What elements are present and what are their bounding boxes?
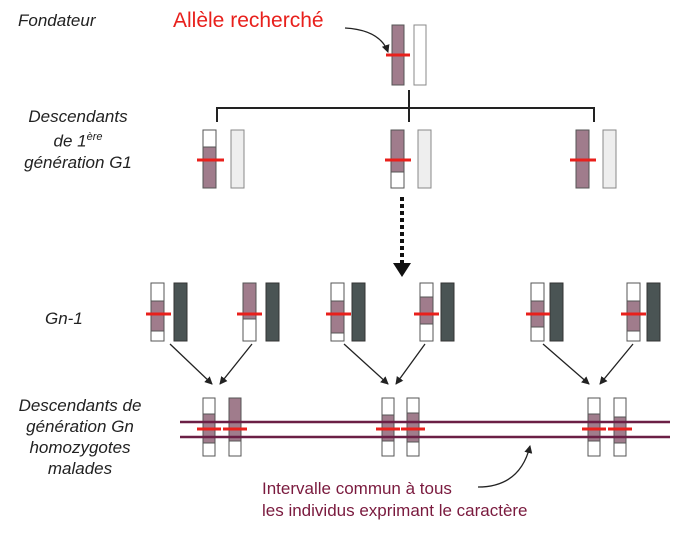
gn1-chromosome-segment	[419, 296, 434, 325]
generations-arrowhead	[393, 263, 411, 277]
gn1-chromosome-dark	[173, 282, 188, 342]
arrow-gn1-5	[542, 343, 590, 385]
label-g1-line1: Descendants	[28, 107, 128, 126]
gn1-chromosome-segment	[626, 300, 641, 332]
label-g1-line2: de 1ère	[8, 127, 148, 152]
founder-chromosome-pair	[386, 24, 427, 86]
founder-chromosome-normal	[413, 24, 427, 86]
gn1-chromosome-dark	[646, 282, 661, 342]
g1-chromosome-normal	[602, 129, 617, 189]
label-gn-line2: génération Gn	[26, 417, 134, 436]
gn1-chromosome-segment	[242, 282, 257, 320]
gn1-chromosome-dark	[265, 282, 280, 342]
arrow-gn1-6	[599, 343, 634, 385]
g1-branch-lines	[216, 90, 595, 122]
g1-chromosome-normal	[417, 129, 432, 189]
g1-chromosome-normal	[230, 129, 245, 189]
gn1-chromosome-dark	[351, 282, 366, 342]
gn1-individual-3	[326, 282, 366, 342]
gn1-individual-2	[237, 282, 280, 342]
interval-pointer-arrow	[477, 445, 533, 488]
arrow-gn1-3	[343, 343, 389, 385]
label-g1: Descendants de 1ère génération G1	[8, 106, 148, 173]
gn1-chromosome-dark	[549, 282, 564, 342]
label-gn1-text: Gn-1	[45, 309, 83, 328]
label-fondateur-text: Fondateur	[18, 11, 96, 30]
label-g1-sup: ère	[86, 131, 103, 143]
interval-label-line2: les individus exprimant le caractère	[262, 501, 528, 520]
allele-label: Allèle recherché	[173, 9, 324, 32]
label-gn-line1: Descendants de	[18, 396, 142, 415]
label-g1-line3: génération G1	[24, 152, 132, 172]
gn-inheritance-arrows	[169, 343, 634, 385]
label-g1-prefix: de 1	[53, 131, 87, 151]
gn1-individual-6	[621, 282, 661, 342]
gn1-individual-1	[146, 282, 188, 342]
gn-chromosome-b-segment	[228, 397, 242, 442]
g1-chromosome-segment	[390, 129, 405, 173]
gn-individual-3	[587, 397, 627, 457]
label-gn-line3: homozygotes	[29, 438, 131, 457]
gn-individual-2	[381, 397, 420, 457]
label-gn: Descendants de génération Gn homozygotes…	[0, 395, 160, 479]
gn-individual-1	[202, 397, 242, 457]
g1-individual-1	[197, 129, 245, 189]
gn1-individual-4	[414, 282, 455, 342]
g1-individual-3	[570, 129, 617, 189]
gn1-chromosome-segment	[330, 300, 345, 334]
label-fondateur: Fondateur	[18, 10, 96, 31]
label-gn1: Gn-1	[45, 308, 83, 329]
g1-individual-2	[385, 129, 432, 189]
arrow-gn1-2	[219, 343, 253, 385]
gn1-chromosome-dark	[440, 282, 455, 342]
g1-chromosome-segment	[202, 146, 217, 189]
gn1-chromosome-segment	[150, 300, 165, 332]
allele-pointer-arrow	[344, 27, 390, 53]
interval-label-line1: Intervalle commun à tous	[262, 479, 452, 498]
arrow-gn1-4	[395, 343, 426, 385]
label-gn-line4: malades	[47, 459, 113, 478]
interval-label: Intervalle commun à tous les individus e…	[262, 478, 528, 522]
gn1-individual-5	[526, 282, 564, 342]
arrow-gn1-1	[169, 343, 213, 385]
